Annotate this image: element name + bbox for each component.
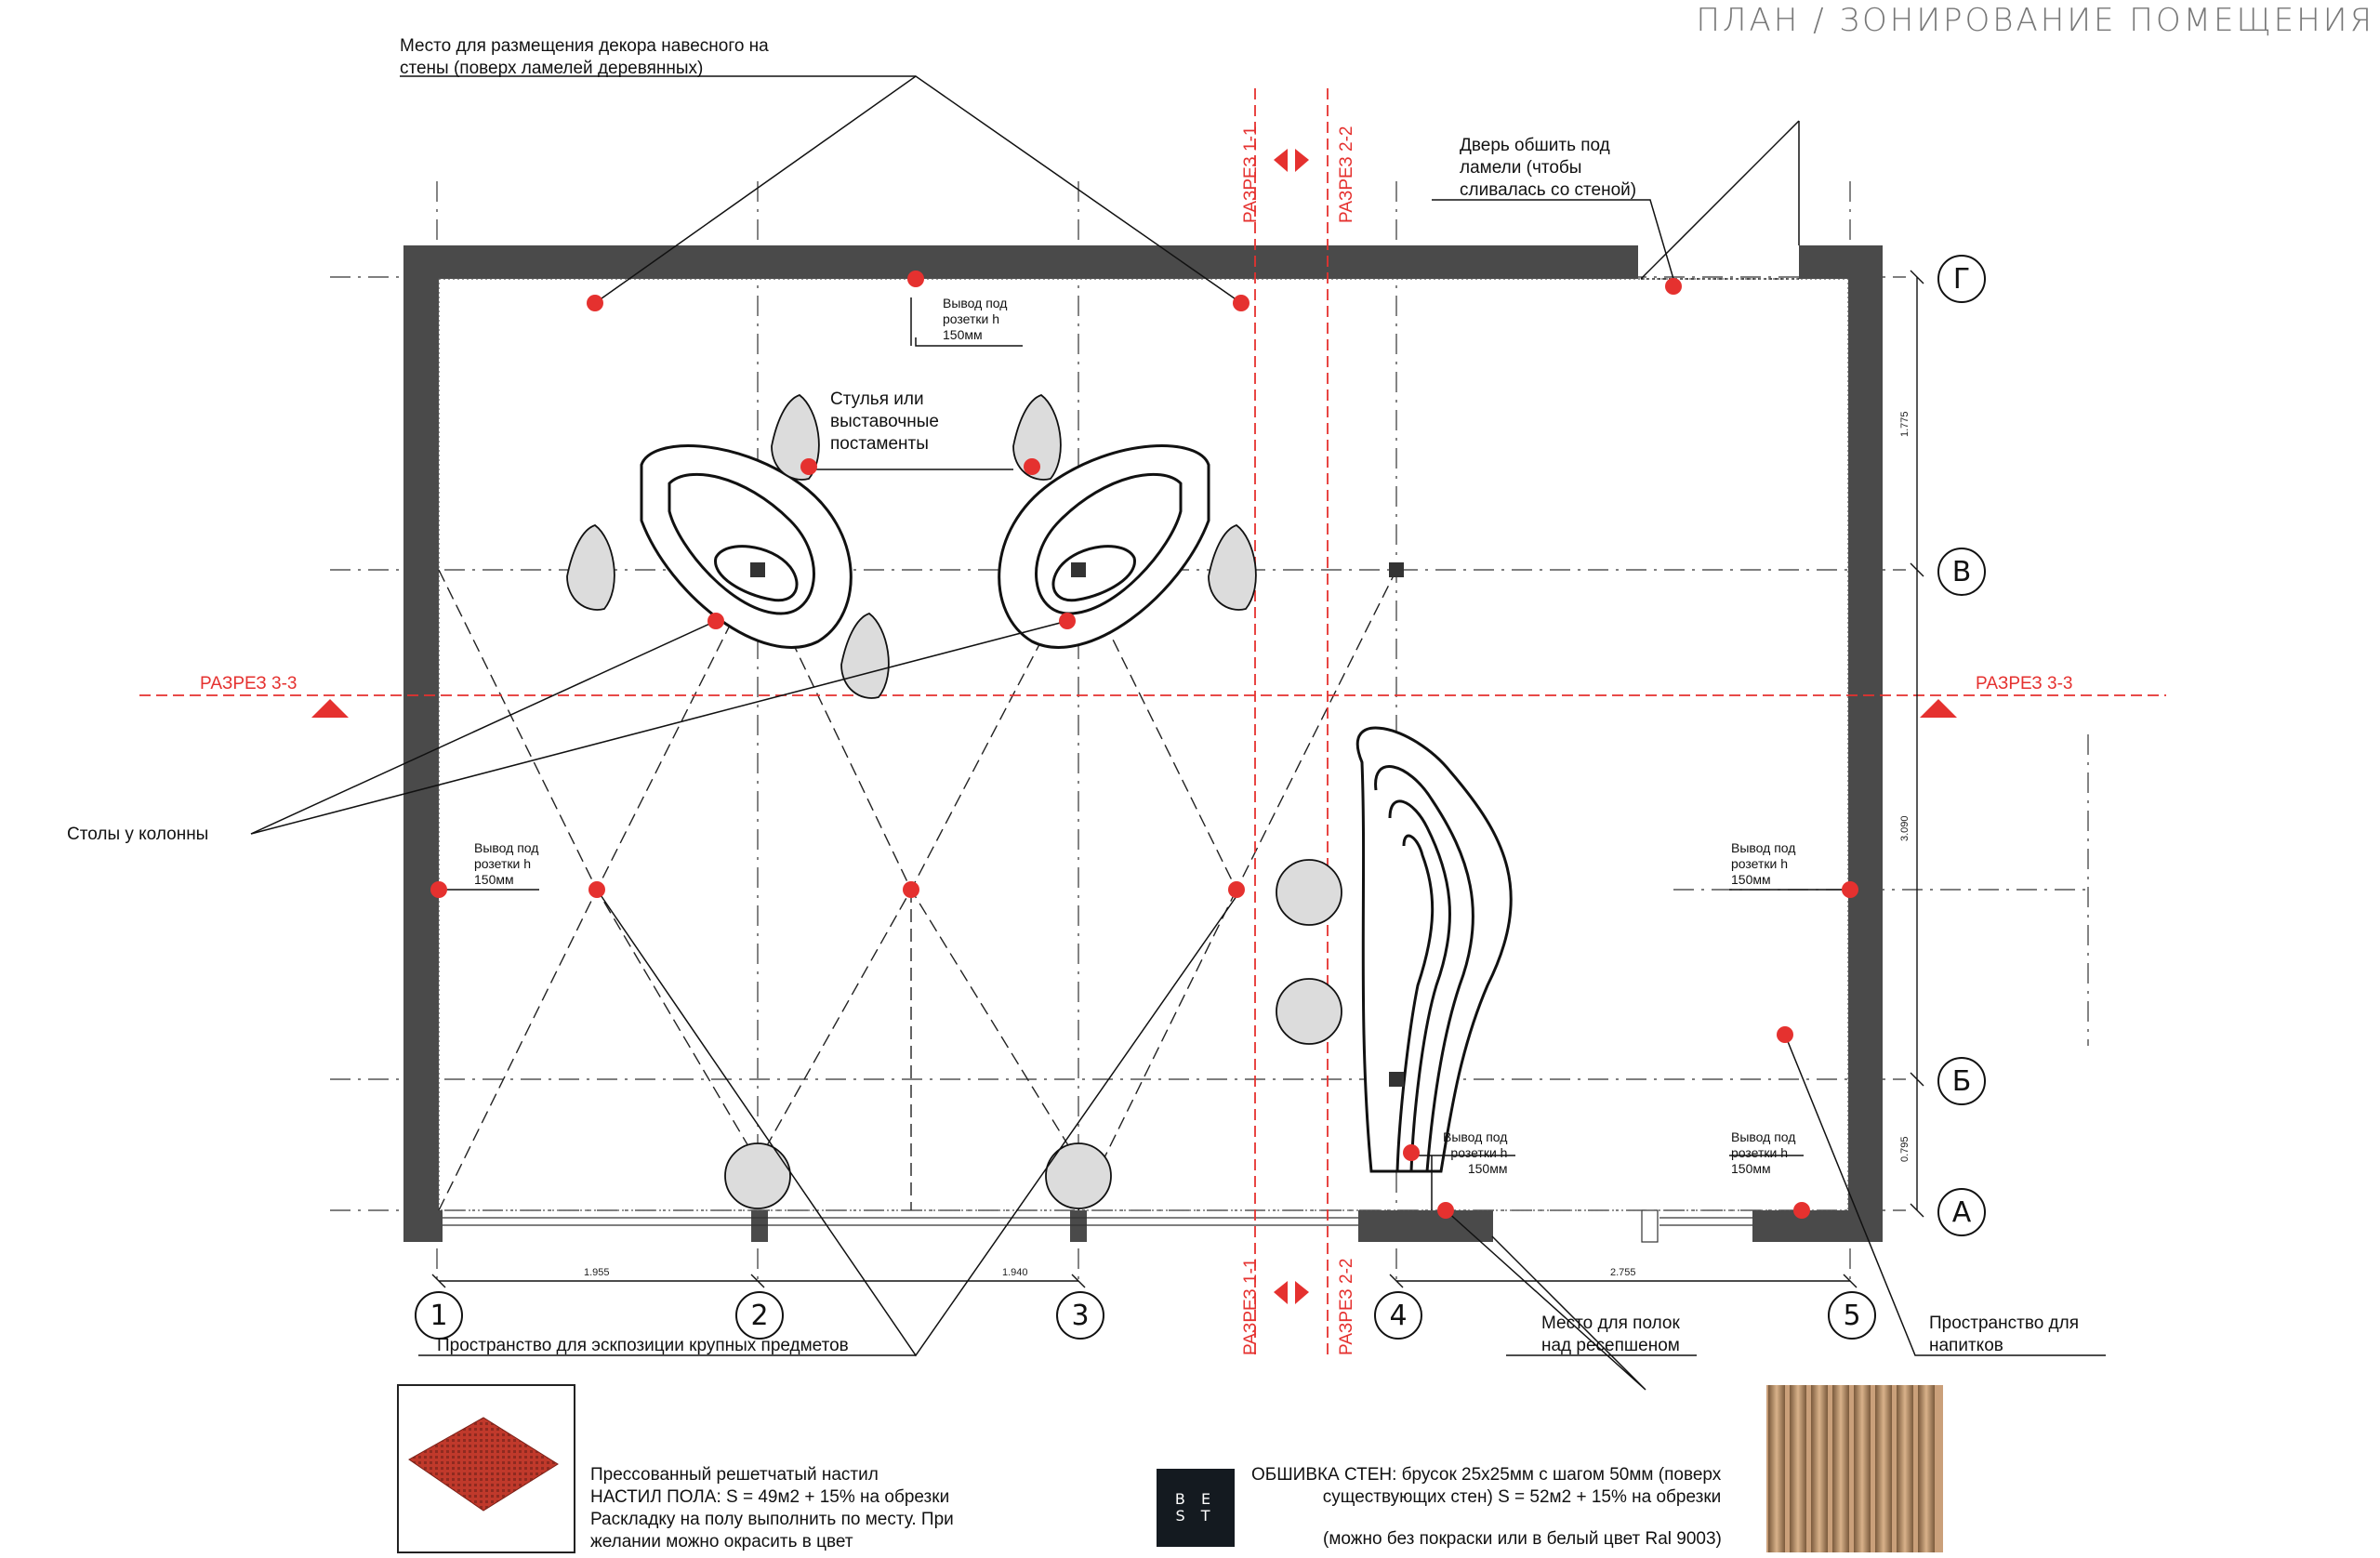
axis-2: 2 — [735, 1291, 784, 1340]
outlet-label-right: Вывод под розетки h 150мм — [1731, 840, 1796, 887]
grid-axes — [330, 181, 2092, 1283]
tables — [640, 444, 1210, 649]
section-label-2-2-top: РАЗРЕЗ 2-2 — [1337, 125, 1356, 223]
label-decor: Место для размещения декора навесного на… — [400, 36, 769, 78]
section-markers — [311, 149, 1957, 1304]
dim-4-5: 2.755 — [1610, 1267, 1636, 1278]
section-label-3-3-right: РАЗРЕЗ 3-3 — [1976, 674, 2073, 693]
outlet-label-bottom-center: Вывод под розетки h 150мм — [1443, 1129, 1508, 1176]
label-door: Дверь обшить под ламели (чтобы сливалась… — [1460, 136, 1637, 200]
dim-V-B: 3.090 — [1899, 815, 1911, 841]
axis-4: 4 — [1374, 1291, 1422, 1340]
leader-lines — [250, 75, 2106, 1391]
door — [1640, 120, 1800, 280]
label-shelves: Место для полок над ресепшеном — [1541, 1314, 1680, 1355]
outlet-dots — [430, 271, 1858, 1219]
dim-2-3: 1.940 — [1002, 1267, 1028, 1278]
inner-outline — [438, 278, 1849, 1211]
glazing — [443, 1209, 1752, 1243]
walls — [403, 245, 1883, 1242]
section-label-2-2-bottom: РАЗРЕЗ 2-2 — [1337, 1258, 1356, 1355]
dim-1-2: 1.955 — [584, 1267, 610, 1278]
label-tables: Столы у колонны — [67, 825, 209, 844]
section-label-3-3-left: РАЗРЕЗ 3-3 — [200, 674, 298, 693]
label-large-items: Пространство для эскпозиции крупных пред… — [437, 1336, 849, 1355]
label-drinks: Пространство для напитков — [1929, 1314, 2080, 1355]
logo-text-bottom: S T — [1175, 1507, 1216, 1525]
dim-B-A: 0.795 — [1899, 1136, 1911, 1162]
dimension-lines — [431, 270, 1924, 1288]
dim-G-V: 1.775 — [1899, 411, 1911, 437]
columns — [750, 562, 1404, 1087]
axis-G: Г — [1937, 255, 1986, 303]
axis-1: 1 — [415, 1291, 463, 1340]
page-title: ПЛАН / ЗОНИРОВАНИЕ ПОМЕЩЕНИЯ — [1696, 2, 2374, 39]
section-label-1-1-bottom: РАЗРЕЗ 1-1 — [1241, 1258, 1261, 1355]
axis-3: 3 — [1056, 1291, 1104, 1340]
wood-slats-image — [1766, 1385, 1943, 1552]
wall-material-text: ОБШИВКА СТЕН: брусок 25х25мм с шагом 50м… — [1251, 1465, 1722, 1507]
axis-B: Б — [1937, 1057, 1986, 1105]
floor-material-text: Прессованный решетчатый настил НАСТИЛ ПО… — [590, 1465, 954, 1551]
axis-A: А — [1937, 1188, 1986, 1236]
outlet-label-top: Вывод под розетки h 150мм — [943, 296, 1008, 342]
brand-logo: B E S T — [1157, 1469, 1235, 1547]
label-chairs: Стулья или выставочные постаменты — [830, 390, 939, 454]
chairs — [566, 393, 1342, 1209]
axis-5: 5 — [1828, 1291, 1876, 1340]
section-lines — [139, 88, 2166, 1357]
outlet-label-bottom-right: Вывод под розетки h 150мм — [1731, 1129, 1796, 1176]
outlet-label-left: Вывод под розетки h 150мм — [474, 840, 539, 887]
reception — [1355, 726, 1513, 1173]
section-label-1-1-top: РАЗРЕЗ 1-1 — [1241, 125, 1261, 223]
grate-icon — [408, 1417, 559, 1512]
wall-material-note: (можно без покраски или в белый цвет Ral… — [1323, 1529, 1722, 1549]
logo-text-top: B E — [1174, 1490, 1217, 1508]
axis-V: В — [1937, 548, 1986, 596]
